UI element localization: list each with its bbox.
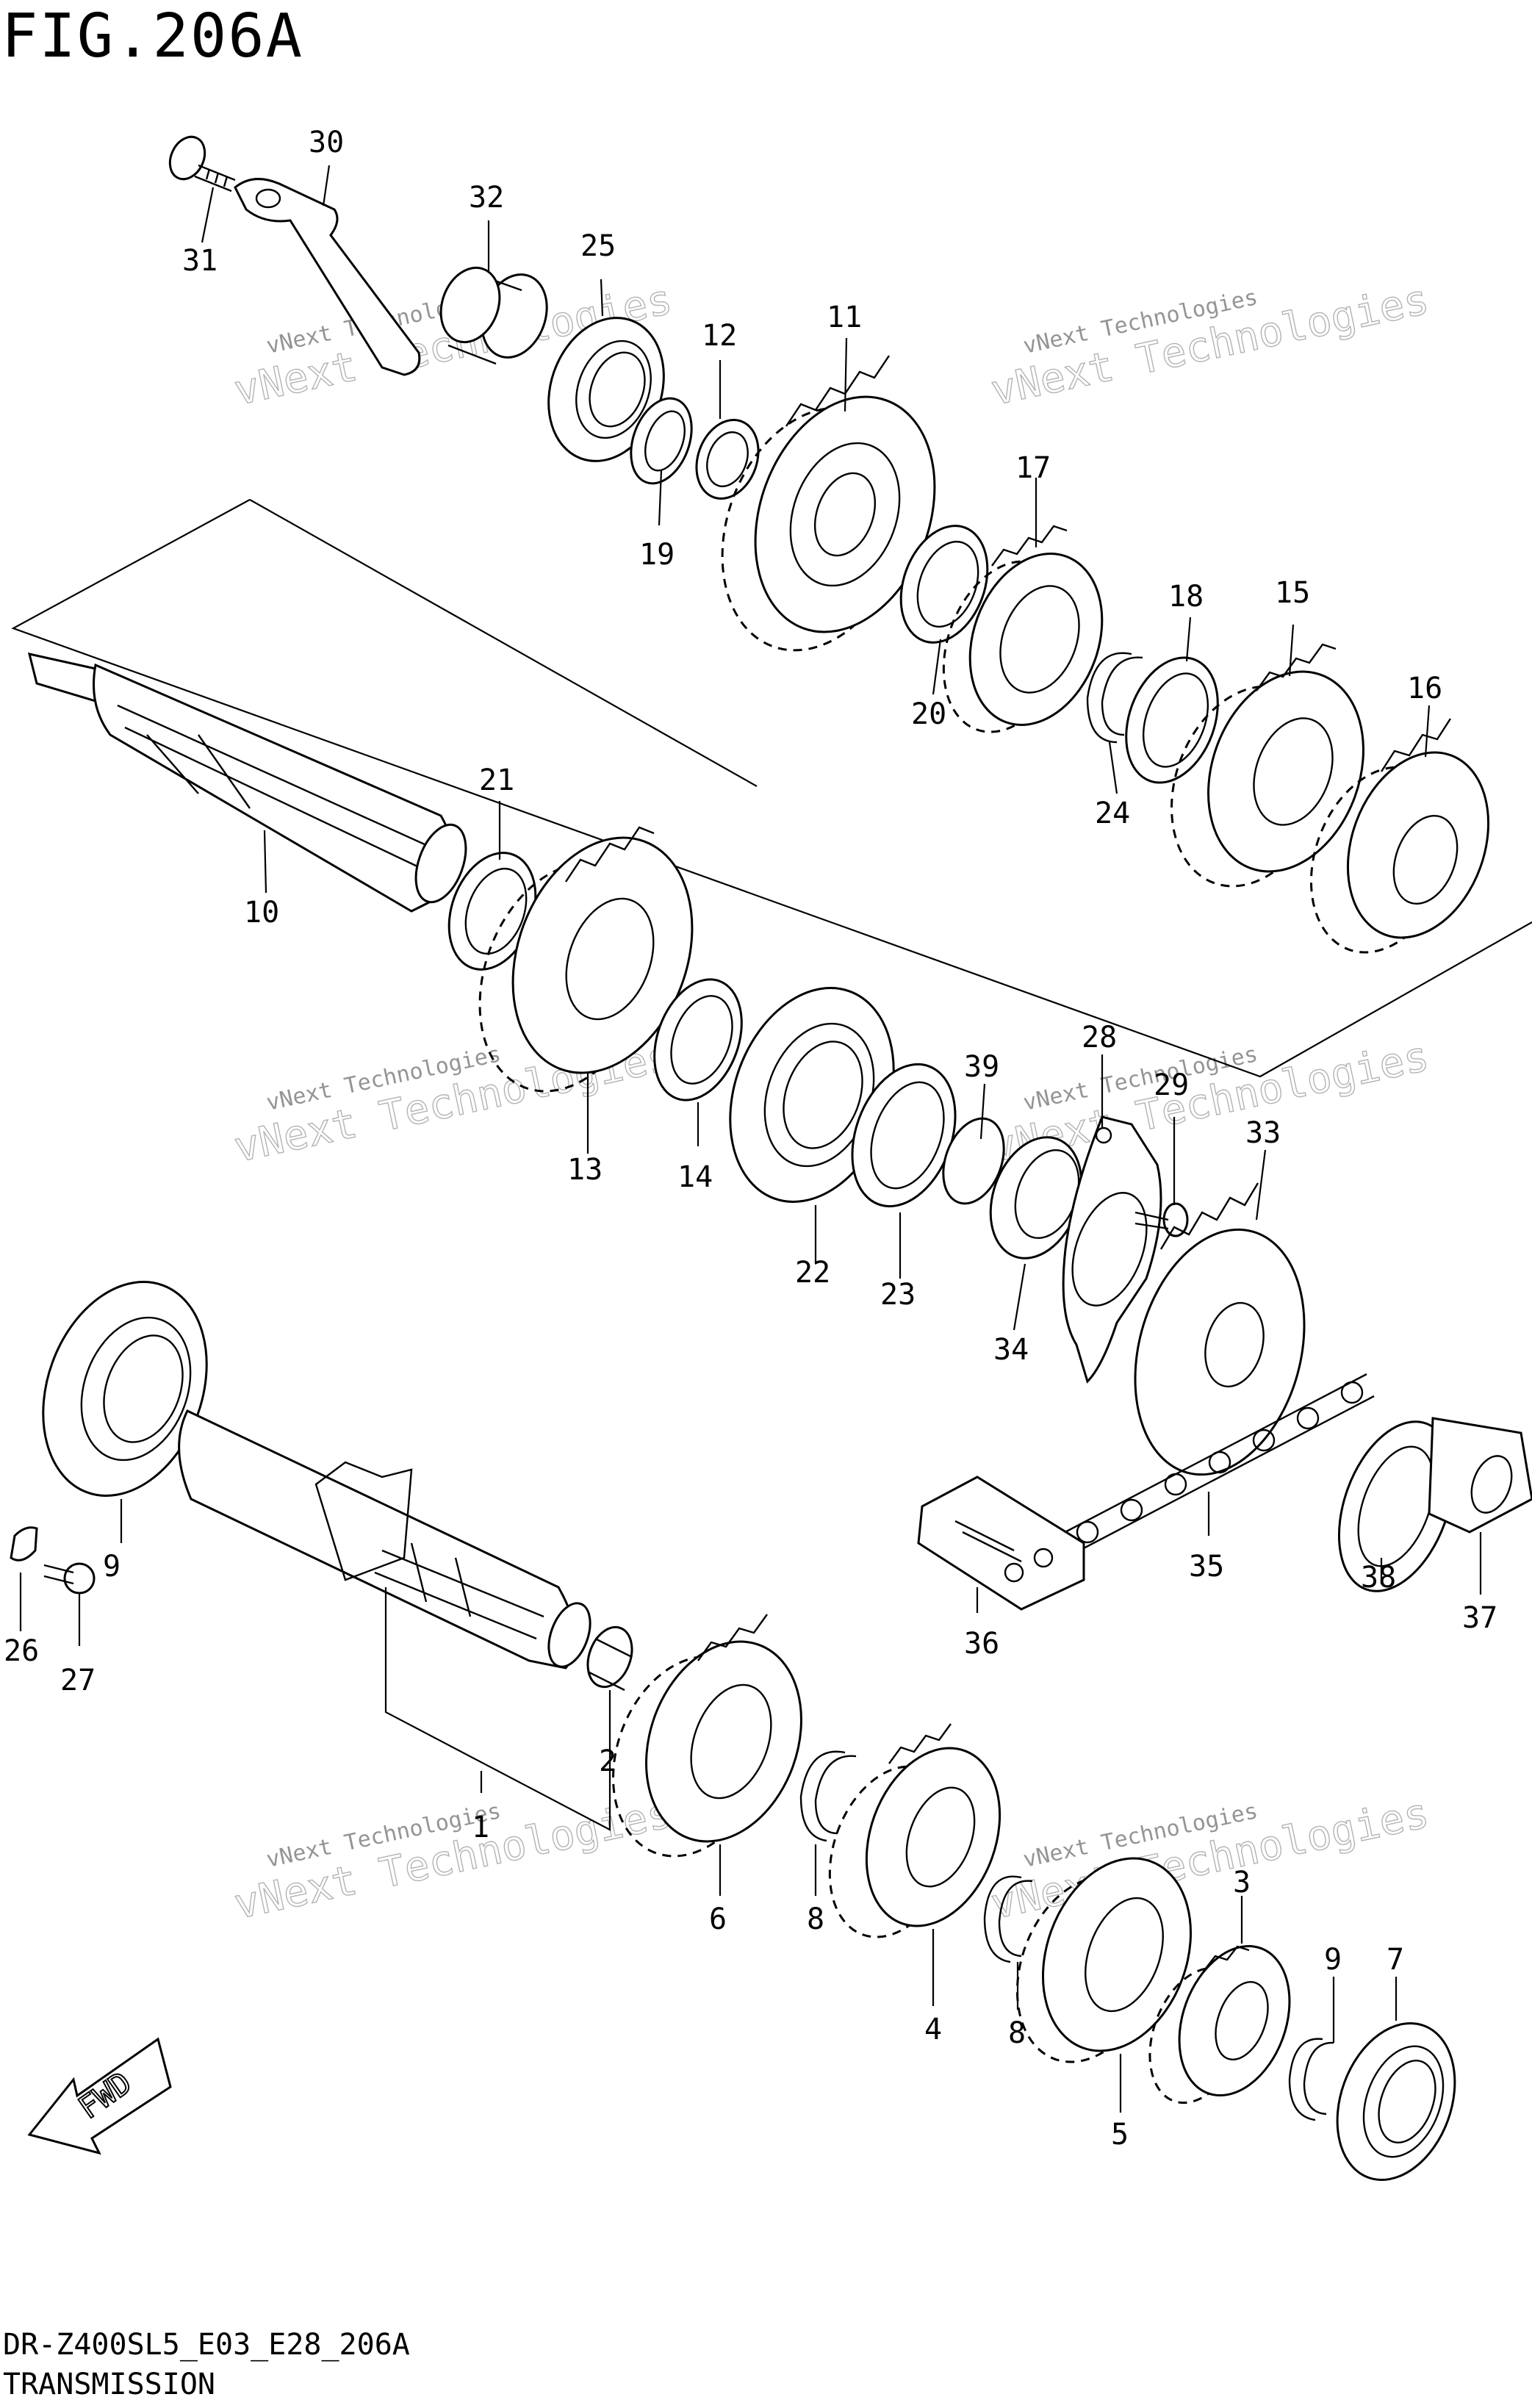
forward-direction-arrow: FWD (27, 2037, 172, 2155)
splined-washer-part (1125, 656, 1219, 784)
callout-14: 13 (567, 1153, 603, 1187)
callout-2: 2 (599, 1744, 616, 1778)
callout-6: 6 (709, 1902, 727, 1936)
callout-22: 21 (479, 763, 514, 797)
gear-part (1148, 1944, 1291, 2105)
callout-7: 7 (1387, 1943, 1404, 1977)
countershaft-part (27, 653, 467, 913)
bearing-part (547, 317, 665, 462)
callout-32: 31 (182, 244, 217, 278)
callout-8: 8 (807, 1902, 824, 1936)
callout-3: 3 (1233, 1866, 1251, 1900)
gear-part (612, 1614, 802, 1858)
leader-lines (19, 165, 1482, 2113)
callout-11: 10 (244, 896, 279, 930)
bolt-part (168, 135, 236, 193)
callout-26: 25 (580, 229, 616, 263)
needle-bearing-part (695, 419, 760, 500)
drive-chain-part (1057, 1373, 1375, 1559)
circlip-part (983, 1875, 1033, 1963)
callout-31: 30 (309, 126, 344, 159)
circlip-part (1288, 2038, 1334, 2121)
assembly-bracket-line (384, 1587, 611, 1831)
bushing-part (653, 978, 743, 1101)
gear-part (1015, 1857, 1193, 2063)
screw-part (1134, 1202, 1189, 1237)
lock-washer-part (1337, 1420, 1455, 1592)
callout-12: 11 (827, 301, 862, 334)
callout-19: 18 (1168, 580, 1204, 614)
section-name: TRANSMISSION (3, 2368, 215, 2401)
gear-part (942, 525, 1104, 733)
callout-23: 22 (795, 1256, 830, 1290)
callout-4: 4 (924, 2013, 942, 2046)
callout-35: 34 (993, 1333, 1029, 1367)
nut-part (1428, 1417, 1532, 1534)
callout-38: 37 (1462, 1601, 1497, 1635)
gear-part (1309, 718, 1490, 954)
circlip-part (1086, 652, 1143, 744)
oil-seal-part (851, 1063, 957, 1208)
callout-17: 16 (1407, 672, 1442, 705)
bushing-part (439, 266, 548, 365)
gear-part (1170, 643, 1364, 888)
shift-arm-part (234, 178, 421, 376)
callout-30: 29 (1154, 1068, 1189, 1102)
callout-10: 9 (103, 1550, 121, 1584)
callout-33: 32 (469, 181, 504, 215)
washer-part (630, 397, 693, 485)
model-code: DR-Z400SL5_E03_E28_206A (3, 2328, 410, 2362)
callout-36: 35 (1189, 1550, 1224, 1584)
callout-5: 5 (1111, 2118, 1129, 2152)
mainshaft-part (178, 1409, 591, 1670)
callout-13: 12 (702, 319, 737, 353)
o-ring-part (942, 1117, 1005, 1205)
callout-8: 8 (1008, 2016, 1026, 2050)
callout-21: 20 (911, 697, 946, 731)
chain-joint-part (917, 1476, 1085, 1611)
callout-16: 15 (1275, 576, 1310, 610)
figure-title: FIG.206A (1, 1, 303, 71)
circlip-part (799, 1750, 857, 1842)
callout-15: 14 (677, 1160, 713, 1194)
callout-20: 19 (639, 538, 675, 572)
callout-29: 28 (1082, 1021, 1117, 1054)
callout-39: 38 (1361, 1561, 1396, 1595)
callout-1: 1 (472, 1811, 489, 1844)
callout-labels: 30 31 32 25 12 11 19 20 17 18 24 15 16 1… (4, 126, 1497, 2152)
assembly-boundary-line (249, 499, 758, 787)
callout-37: 36 (964, 1627, 999, 1661)
callout-25: 24 (1095, 797, 1130, 830)
callout-40: 39 (964, 1050, 999, 1084)
bearing-part (1336, 2021, 1456, 2182)
bearing-part (42, 1281, 208, 1497)
callout-24: 23 (880, 1278, 916, 1312)
bushing-part (586, 1625, 633, 1692)
callout-18: 17 (1015, 451, 1051, 485)
gear-part (478, 826, 694, 1093)
sprocket-part (1134, 1182, 1306, 1476)
callout-9: 9 (1324, 1943, 1342, 1977)
washer-part (899, 525, 989, 644)
callout-28: 27 (60, 1664, 96, 1697)
gear-part (828, 1723, 1001, 1938)
retainer-plate-part (1062, 1115, 1162, 1384)
bolt-part (10, 1526, 96, 1595)
callout-27: 26 (4, 1634, 39, 1668)
callout-34: 33 (1245, 1116, 1281, 1150)
